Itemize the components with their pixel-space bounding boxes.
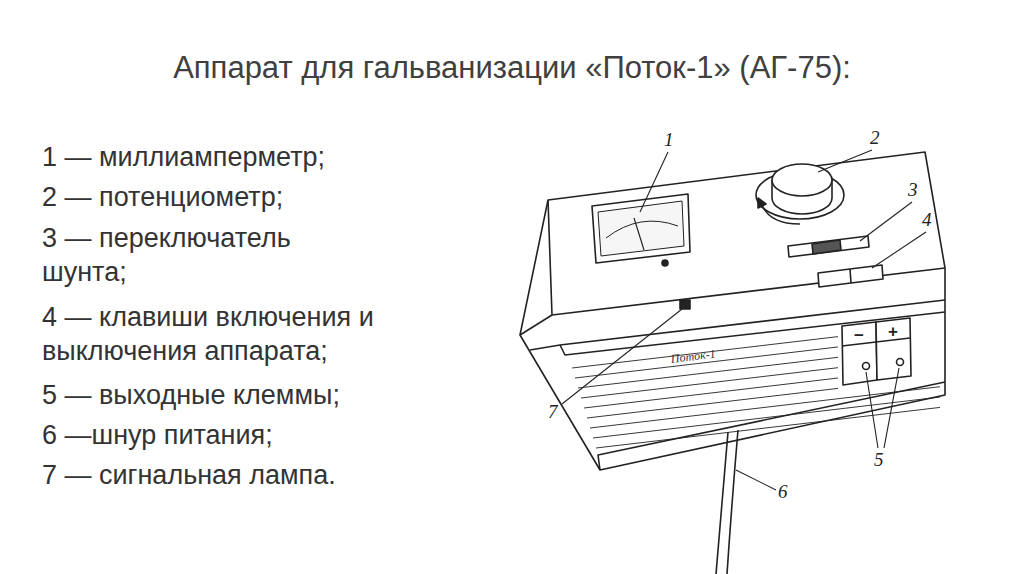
rotation-arrowhead <box>758 198 766 208</box>
grill-line <box>593 397 940 438</box>
leader-lines <box>562 150 926 490</box>
grill-line <box>572 337 838 368</box>
grill-lines <box>572 337 940 448</box>
rotation-arrow <box>762 205 800 224</box>
slide-title: Аппарат для гальванизации «Поток-1» (АГ-… <box>0 50 1024 86</box>
grill-line <box>590 387 940 428</box>
callout-number: 3 <box>908 180 918 200</box>
legend-item: 2 — потенциометр; <box>42 180 462 214</box>
meter-needle <box>634 218 644 250</box>
callout-number: 4 <box>922 210 932 230</box>
housing-edge <box>548 200 552 315</box>
terminal-sign: − <box>847 327 871 345</box>
leader-line <box>640 152 668 212</box>
base-edge <box>598 382 945 470</box>
legend-item: 3 — переключатель шунта; <box>42 221 372 289</box>
legend-item: 5 — выходные клеммы; <box>42 378 462 412</box>
device-housing <box>520 152 945 470</box>
power-cord <box>727 430 738 574</box>
leader-line <box>872 232 926 268</box>
legend-item: 1 — миллиамперметр; <box>42 140 462 174</box>
callout-number: 5 <box>874 450 884 470</box>
meter-zero-screw <box>662 260 668 266</box>
terminal-block <box>842 322 877 385</box>
power-cord <box>716 432 728 574</box>
output-terminal <box>863 363 870 370</box>
shunt-switch <box>788 236 869 257</box>
legend-item: 7 — сигнальная лампа. <box>42 458 462 492</box>
leader-line <box>818 150 872 172</box>
potentiometer-knob-top <box>772 164 832 196</box>
callout-number: 1 <box>664 130 674 150</box>
leader-line <box>884 368 899 448</box>
leader-line <box>866 372 878 448</box>
meter-arc <box>606 221 678 238</box>
signal-lamp <box>680 300 690 309</box>
grill-line <box>596 407 940 448</box>
terminal-divider <box>842 338 910 346</box>
leader-line <box>562 309 682 404</box>
power-keys <box>818 265 883 287</box>
callout-number: 2 <box>870 128 880 148</box>
callout-number: 6 <box>778 482 788 502</box>
legend-item: 6 —шнур питания; <box>42 418 462 452</box>
terminal-block <box>876 318 911 380</box>
leader-line <box>860 202 912 241</box>
output-terminal <box>897 359 904 366</box>
legend-item: 4 — клавиши включения и выключения аппар… <box>42 300 414 368</box>
power-keys-divider <box>850 269 851 283</box>
callout-number: 7 <box>548 402 558 422</box>
grill-line <box>575 347 838 378</box>
leader-line <box>736 470 776 490</box>
shunt-switch-key <box>812 240 841 254</box>
terminal-sign: + <box>881 323 905 341</box>
milliammeter <box>592 194 690 263</box>
